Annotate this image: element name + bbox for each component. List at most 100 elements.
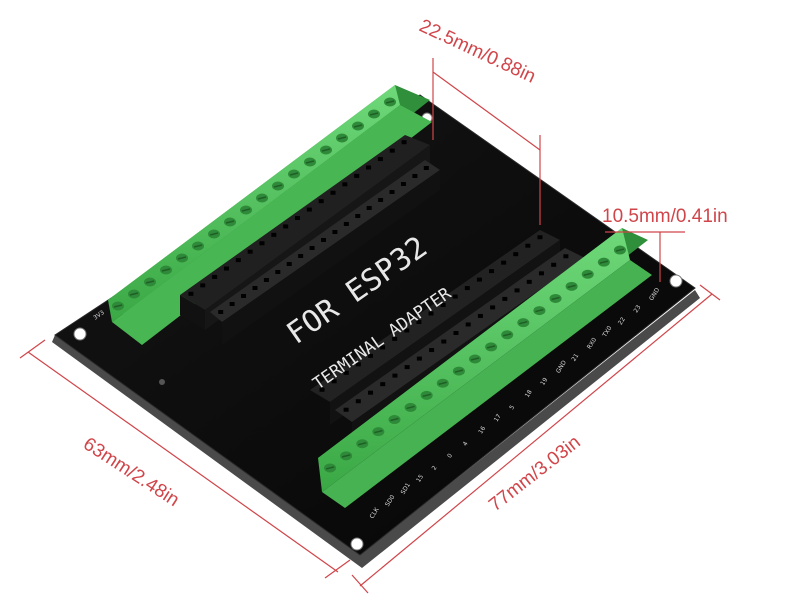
header-hole	[513, 252, 519, 257]
header-hole	[477, 313, 483, 318]
pin-label: 5	[508, 404, 516, 411]
header-hole	[343, 407, 349, 412]
terminal-screw-slot	[325, 466, 335, 470]
header-hole	[366, 206, 372, 210]
header-hole	[563, 254, 569, 259]
dimension-annotations	[19, 58, 721, 594]
terminal-screw-slot	[503, 333, 512, 337]
terminal-screw-slot	[129, 292, 139, 296]
mounting-hole	[350, 537, 364, 551]
pin-label: 0	[446, 452, 454, 459]
header-hole	[188, 291, 194, 296]
pin-label: 4	[462, 440, 470, 447]
header-hole	[229, 302, 235, 306]
terminal-screw-slot	[438, 381, 447, 385]
terminal-screw-slot	[583, 272, 592, 276]
terminal-screw-slot	[615, 248, 625, 252]
dimension-width: 63mm/2.48in	[79, 434, 183, 511]
header-hole	[441, 339, 447, 344]
header-hole	[389, 190, 395, 194]
header-hole	[538, 271, 544, 276]
header-hole	[368, 390, 374, 395]
header-hole	[355, 214, 361, 218]
header-hole	[551, 262, 557, 267]
header-hole	[271, 232, 277, 237]
header-hole	[342, 182, 348, 187]
terminal-screw-slot	[145, 280, 155, 284]
header-hole	[247, 249, 253, 254]
terminal-screw-slot	[289, 172, 299, 176]
header-hole	[380, 345, 386, 350]
header-hole	[412, 174, 418, 178]
pin-label: 16	[477, 425, 487, 435]
terminal-screw-slot	[337, 136, 347, 140]
header-hole	[283, 224, 289, 229]
header-hole	[212, 274, 218, 279]
terminal-screw-slot	[390, 417, 399, 422]
header-hole	[429, 348, 435, 353]
mounting-hole	[73, 327, 87, 341]
header-hole	[331, 379, 337, 384]
terminal-block-front	[318, 228, 652, 508]
header-hole	[377, 157, 383, 162]
terminal-screw-slot	[241, 208, 251, 212]
terminal-screw-slot	[305, 160, 315, 164]
terminal-screw-slot	[385, 100, 395, 104]
terminal-screw-slot	[113, 304, 123, 308]
pin-label: 19	[539, 377, 549, 387]
header-hole	[263, 278, 269, 282]
terminal-screw-slot	[177, 256, 187, 260]
terminal-screw-slot	[321, 148, 331, 152]
header-hole	[378, 198, 384, 202]
header-hole	[452, 294, 458, 299]
terminal-screw-slot	[341, 454, 351, 458]
header-hole	[343, 370, 349, 375]
header-hole	[354, 173, 360, 178]
terminal-screw-slot	[358, 442, 367, 446]
header-hole	[489, 269, 495, 274]
female-header-back	[180, 135, 440, 345]
terminal-screw-slot	[209, 232, 219, 236]
header-hole	[502, 296, 508, 301]
header-hole	[428, 311, 434, 316]
pin-label: 22	[617, 316, 627, 326]
header-hole	[259, 241, 265, 246]
terminal-block-back	[108, 85, 432, 345]
header-hole	[241, 294, 247, 298]
header-hole	[392, 336, 398, 341]
header-hole	[355, 362, 361, 367]
header-hole	[330, 190, 336, 195]
header-hole	[526, 279, 532, 284]
terminal-screw-slot	[422, 393, 431, 398]
header-hole	[416, 356, 422, 361]
header-hole	[223, 266, 229, 271]
dimension-header-height: 10.5mm/0.41in	[602, 206, 728, 227]
header-hole	[380, 382, 386, 387]
header-hole	[306, 207, 312, 212]
header-hole	[235, 258, 241, 263]
header-hole	[298, 254, 304, 258]
header-hole	[501, 260, 507, 265]
terminal-screw-slot	[406, 405, 415, 410]
terminal-screw-slot	[161, 268, 171, 272]
header-hole	[404, 365, 410, 370]
led-indicator	[159, 379, 165, 385]
terminal-screw-slot	[486, 345, 496, 349]
header-hole	[392, 373, 398, 378]
header-hole	[318, 199, 324, 204]
header-hole	[366, 165, 372, 170]
terminal-screw-slot	[257, 196, 267, 200]
pin-label: 17	[493, 413, 503, 423]
terminal-screw-slot	[519, 320, 528, 325]
dimension-top-gap: 22.5mm/0.88in	[416, 15, 539, 87]
terminal-screw-slot	[374, 429, 383, 434]
header-hole	[319, 387, 325, 392]
header-hole	[200, 283, 206, 288]
header-hole	[525, 243, 531, 248]
terminal-screw-slot	[273, 184, 283, 188]
mounting-hole	[669, 274, 683, 288]
header-hole	[465, 322, 471, 327]
header-hole	[453, 331, 459, 335]
header-hole	[332, 230, 338, 234]
